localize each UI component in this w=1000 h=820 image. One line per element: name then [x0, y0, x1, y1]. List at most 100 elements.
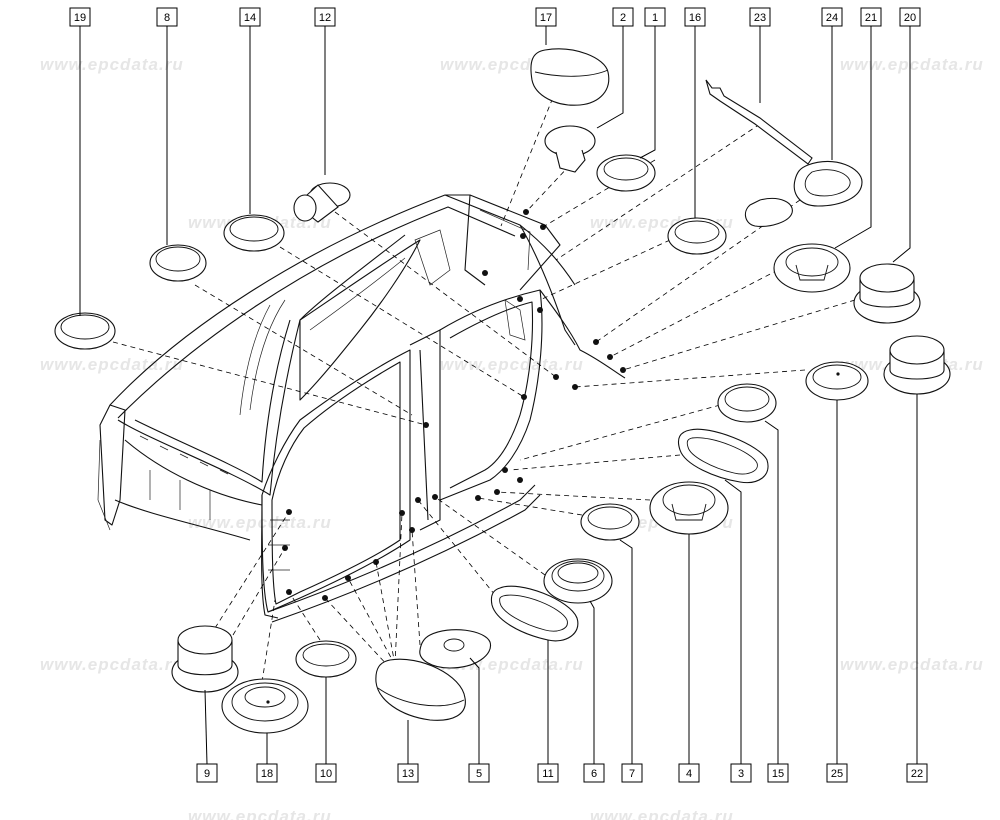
clip-2 [544, 125, 596, 173]
watermark-6: www.epcdata.ru [40, 355, 184, 374]
parts [54, 48, 951, 734]
callout-label: 6 [591, 768, 597, 780]
callout-4: 4 [678, 763, 700, 783]
hole [502, 467, 508, 473]
watermark-1: www.epcdata.ru [40, 55, 184, 74]
watermark-14: www.epcdata.ru [188, 807, 332, 820]
callout-label: 24 [826, 12, 838, 24]
callout-9: 9 [196, 763, 218, 783]
callout-label: 2 [620, 12, 626, 24]
cap-20 [853, 263, 921, 324]
plate-5 [419, 629, 492, 669]
hole [345, 575, 351, 581]
plug-12 [293, 182, 351, 223]
hole [520, 233, 526, 239]
callout-label: 25 [831, 768, 843, 780]
callout-label: 8 [164, 12, 170, 24]
callout-3: 3 [730, 763, 752, 783]
callout-5: 5 [468, 763, 490, 783]
callout-6: 6 [583, 763, 605, 783]
callout-label: 10 [320, 768, 332, 780]
callout-label: 12 [319, 12, 331, 24]
grommet-21 [773, 243, 851, 293]
strip-23 [705, 79, 813, 165]
cap-22 [883, 335, 951, 395]
grommet-24 [744, 160, 863, 227]
callout-label: 17 [540, 12, 552, 24]
hole [423, 422, 429, 428]
callout-leaders [79, 26, 918, 765]
plug-7 [580, 503, 640, 541]
callout-label: 5 [476, 768, 482, 780]
callout-label: 9 [204, 768, 210, 780]
hole [373, 559, 379, 565]
callout-13: 13 [397, 763, 419, 783]
watermark-3: www.epcdata.ru [840, 55, 984, 74]
hole [409, 527, 415, 533]
plug-14 [223, 214, 285, 252]
callout-18: 18 [256, 763, 278, 783]
callout-label: 11 [542, 768, 553, 780]
callout-7: 7 [621, 763, 643, 783]
watermark-13: www.epcdata.ru [840, 655, 984, 674]
callout-23: 23 [749, 7, 771, 27]
callout-20: 20 [899, 7, 921, 27]
plug-13 [375, 658, 466, 721]
hole [482, 270, 488, 276]
callout-label: 7 [629, 768, 635, 780]
callout-10: 10 [315, 763, 337, 783]
callout-label: 15 [772, 768, 784, 780]
plug-19 [54, 312, 116, 350]
callout-24: 24 [821, 7, 843, 27]
callout-25: 25 [826, 763, 848, 783]
watermark-7: www.epcdata.ru [440, 355, 584, 374]
watermark-11: www.epcdata.ru [40, 655, 184, 674]
callout-11: 11 [537, 763, 559, 783]
callout-label: 21 [865, 12, 877, 24]
hole [399, 510, 405, 516]
plug-17 [530, 48, 610, 106]
hole [593, 339, 599, 345]
callout-1: 1 [644, 7, 666, 27]
hole [475, 495, 481, 501]
plug-15 [717, 383, 777, 423]
plug-1 [596, 154, 656, 192]
grommet-6 [543, 558, 613, 604]
callout-8: 8 [156, 7, 178, 27]
plug-10 [295, 640, 357, 678]
grommet-18 [221, 678, 309, 734]
hole [572, 384, 578, 390]
callout-2: 2 [612, 7, 634, 27]
watermark-9: www.epcdata.ru [188, 513, 332, 532]
callout-21: 21 [860, 7, 882, 27]
callout-label: 20 [904, 12, 916, 24]
watermark-15: www.epcdata.ru [590, 807, 734, 820]
hole [517, 296, 523, 302]
callout-label: 14 [244, 12, 256, 24]
body-holes [282, 209, 626, 601]
callout-12: 12 [314, 7, 336, 27]
plug-16 [667, 217, 727, 255]
hole [432, 494, 438, 500]
callout-label: 23 [754, 12, 766, 24]
callout-label: 13 [402, 768, 414, 780]
assembly-leaders [112, 89, 856, 683]
callouts: 19 8 14 12 17 2 1 16 23 24 21 20 9 18 10… [69, 7, 928, 783]
callout-label: 16 [689, 12, 701, 24]
callout-14: 14 [239, 7, 261, 27]
plug-8 [149, 244, 207, 282]
callout-17: 17 [535, 7, 557, 27]
callout-label: 3 [738, 768, 744, 780]
hole [553, 374, 559, 380]
callout-16: 16 [684, 7, 706, 27]
callout-15: 15 [767, 763, 789, 783]
hole [286, 509, 292, 515]
grommet-3 [677, 428, 769, 484]
callout-label: 4 [686, 768, 692, 780]
car-body-frame [97, 194, 626, 623]
callout-22: 22 [906, 763, 928, 783]
callout-label: 19 [74, 12, 86, 24]
hole [517, 477, 523, 483]
hole [537, 307, 543, 313]
